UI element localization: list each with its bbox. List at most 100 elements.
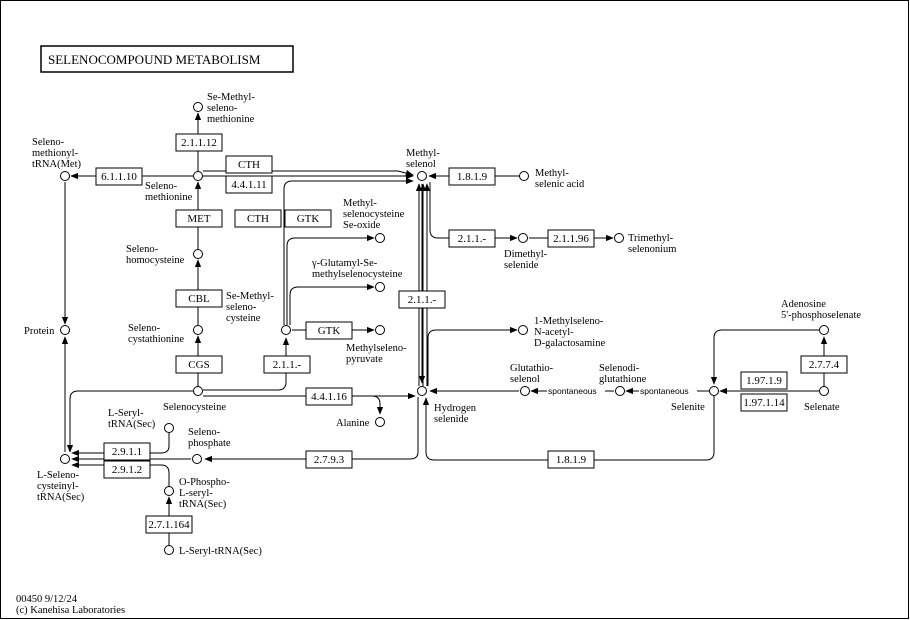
edge-msec-to-gamma bbox=[289, 283, 375, 325]
enzyme-2-1-1-dash-low[interactable]: 2.1.1.- bbox=[263, 355, 311, 374]
enzyme-6-1-1-10[interactable]: 6.1.1.10 bbox=[95, 167, 143, 186]
edge-methylselenol-to-dms bbox=[429, 182, 518, 242]
enzyme-1-97-1-9[interactable]: 1.97.1.9 bbox=[740, 371, 788, 390]
label-protein: Protein bbox=[24, 326, 55, 337]
enzyme-4-4-1-11[interactable]: 4.4.1.11 bbox=[225, 175, 273, 194]
enzyme-label: 2.9.1.2 bbox=[112, 464, 142, 476]
label-o-phospho-l-seryl-trna: O-Phospho-L-seryl-tRNA(Sec) bbox=[179, 477, 230, 510]
label-methylseleno-galactosamine: 1-Methylseleno-N-acetyl-D-galactosamine bbox=[534, 316, 605, 349]
enzyme-2-7-7-4[interactable]: 2.7.7.4 bbox=[800, 355, 848, 374]
edge-to-alanine bbox=[371, 395, 384, 415]
compound-methylselenocysteine-seoxide[interactable] bbox=[375, 233, 385, 243]
enzyme-4-4-1-16[interactable]: 4.4.1.16 bbox=[305, 387, 353, 406]
compound-l-seryl-trna[interactable] bbox=[164, 423, 174, 433]
compound-adenosine-phosphoselenate[interactable] bbox=[819, 325, 829, 335]
label-selenate: Selenate bbox=[804, 402, 840, 413]
label-selenohomocysteine: Seleno-homocysteine bbox=[126, 244, 185, 266]
label-l-selenocysteinyl-trna: L-Seleno-cysteinyl-tRNA(Sec) bbox=[37, 470, 85, 503]
enzyme-met[interactable]: MET bbox=[175, 209, 223, 228]
compound-methylselenopyruvate[interactable] bbox=[375, 325, 385, 335]
compound-methylselenic-acid[interactable] bbox=[519, 171, 529, 181]
enzyme-2-9-1-1[interactable]: 2.9.1.1 bbox=[103, 442, 151, 461]
enzyme-cgs[interactable]: CGS bbox=[175, 355, 223, 374]
label-selenocystathionine: Seleno-cystathionine bbox=[128, 323, 184, 345]
label-se-methyl-selenomethionine: Se-Methyl-seleno-methionine bbox=[207, 92, 255, 125]
enzyme-label: 2.1.1.- bbox=[408, 294, 437, 306]
label-selenite: Selenite bbox=[671, 402, 705, 413]
enzyme-2-7-1-164[interactable]: 2.7.1.164 bbox=[145, 515, 193, 534]
compound-gamma-glutamyl[interactable] bbox=[375, 282, 385, 292]
edge-msec-to-methylselenol bbox=[283, 177, 414, 325]
enzyme-label: 2.1.1.96 bbox=[553, 233, 589, 245]
compound-selenophosphate[interactable] bbox=[192, 454, 202, 464]
enzyme-2-1-1-12[interactable]: 2.1.1.12 bbox=[175, 133, 223, 152]
compound-se-methylselenocysteine[interactable] bbox=[281, 325, 291, 335]
enzyme-1-8-1-9-bottom[interactable]: 1.8.1.9 bbox=[547, 450, 595, 469]
label-se-methylselenocysteine: Se-Methyl-seleno-cysteine bbox=[226, 291, 274, 324]
compound-alanine[interactable] bbox=[375, 417, 385, 427]
enzyme-cth-mid[interactable]: CTH bbox=[234, 209, 282, 228]
compound-se-methyl-selenomethionine[interactable] bbox=[193, 102, 203, 112]
enzyme-label: 2.1.1.- bbox=[458, 233, 487, 245]
compound-protein[interactable] bbox=[60, 325, 70, 335]
edge-h2se-to-selenophosphate bbox=[204, 397, 419, 463]
compound-methylseleno-galactosamine[interactable] bbox=[518, 325, 528, 335]
compound-l-seryl-trna-bottom[interactable] bbox=[164, 545, 174, 555]
enzyme-label: 2.7.1.164 bbox=[148, 519, 190, 531]
enzyme-2-1-1-dash-mid[interactable]: 2.1.1.- bbox=[398, 290, 446, 309]
footer-copyright: (c) Kanehisa Laboratories bbox=[16, 605, 125, 616]
enzyme-cth-top[interactable]: CTH bbox=[225, 155, 273, 174]
compound-selenocystathionine[interactable] bbox=[193, 325, 203, 335]
compound-selenate[interactable] bbox=[819, 386, 829, 396]
enzyme-gtk-low[interactable]: GTK bbox=[305, 321, 353, 340]
compound-labels: Se-Methyl-seleno-methionine Seleno-methi… bbox=[24, 92, 861, 557]
edge-sec-to-msec bbox=[203, 337, 290, 391]
enzyme-label: 4.4.1.16 bbox=[311, 391, 347, 403]
label-methylselenol: Methyl-selenol bbox=[406, 148, 440, 170]
enzyme-label: 2.9.1.1 bbox=[112, 446, 142, 458]
compound-o-phospho-l-seryl-trna[interactable] bbox=[164, 486, 174, 496]
label-trimethylselenonium: Trimethyl-selenonium bbox=[628, 233, 676, 255]
map-title-text: SELENOCOMPOUND METABOLISM bbox=[48, 52, 261, 67]
label-selenomethionyl-trna: Seleno-methionyl-tRNA(Met) bbox=[32, 137, 81, 170]
edge-msec-to-seoxide bbox=[286, 234, 375, 325]
compound-methylselenol[interactable] bbox=[417, 171, 427, 181]
enzyme-label: 6.1.1.10 bbox=[101, 171, 137, 183]
enzyme-cbl[interactable]: CBL bbox=[175, 289, 223, 308]
compound-hydrogen-selenide[interactable] bbox=[417, 386, 427, 396]
enzyme-2-1-1-96[interactable]: 2.1.1.96 bbox=[547, 229, 595, 248]
compound-selenodiglutathione[interactable] bbox=[615, 386, 625, 396]
label-l-seryl-trna-bottom: L-Seryl-tRNA(Sec) bbox=[179, 546, 262, 557]
enzyme-label: 1.8.1.9 bbox=[556, 454, 587, 466]
label-l-seryl-trna: L-Seryl-tRNA(Sec) bbox=[108, 408, 156, 430]
enzyme-label: 1.97.1.9 bbox=[746, 375, 782, 387]
label-dimethylselenide: Dimethyl-selenide bbox=[504, 249, 548, 271]
compound-selenocysteine[interactable] bbox=[193, 386, 203, 396]
enzyme-label: GTK bbox=[297, 213, 320, 225]
compound-glutathioselenol[interactable] bbox=[520, 386, 530, 396]
enzyme-2-1-1-dash-right[interactable]: 2.1.1.- bbox=[448, 229, 496, 248]
compound-selenomethionine[interactable] bbox=[193, 171, 203, 181]
edge-h2se-to-galactosamine bbox=[427, 326, 518, 386]
compound-selenite[interactable] bbox=[709, 386, 719, 396]
compound-selenomethionyl-trna[interactable] bbox=[60, 171, 70, 181]
enzyme-boxes: 2.1.1.12 CTH 4.4.1.11 6.1.1.10 MET CTH G… bbox=[95, 133, 848, 534]
enzyme-2-7-9-3[interactable]: 2.7.9.3 bbox=[305, 450, 353, 469]
enzyme-gtk-mid[interactable]: GTK bbox=[284, 209, 332, 228]
label-selenophosphate: Seleno-phosphate bbox=[188, 427, 231, 449]
enzyme-label: GTK bbox=[318, 325, 341, 337]
label-methylselenic-acid: Methyl-selenic acid bbox=[535, 168, 585, 190]
edge-aps-to-selenite bbox=[710, 329, 819, 385]
compound-l-selenocysteinyl-trna[interactable] bbox=[60, 454, 70, 464]
compound-selenohomocysteine[interactable] bbox=[193, 249, 203, 259]
edge-sec-to-lsec-trna bbox=[66, 390, 193, 453]
compound-dimethylselenide[interactable] bbox=[518, 233, 528, 243]
enzyme-1-8-1-9-top[interactable]: 1.8.1.9 bbox=[448, 167, 496, 186]
compound-trimethylselenonium[interactable] bbox=[614, 233, 624, 243]
label-selenomethionine: Seleno-methionine bbox=[145, 181, 193, 203]
label-alanine: Alanine bbox=[336, 418, 370, 429]
enzyme-2-9-1-2[interactable]: 2.9.1.2 bbox=[103, 460, 151, 479]
enzyme-1-97-1-14[interactable]: 1.97.1.14 bbox=[740, 393, 788, 412]
label-selenodiglutathione: Selenodi-glutathione bbox=[599, 363, 647, 385]
